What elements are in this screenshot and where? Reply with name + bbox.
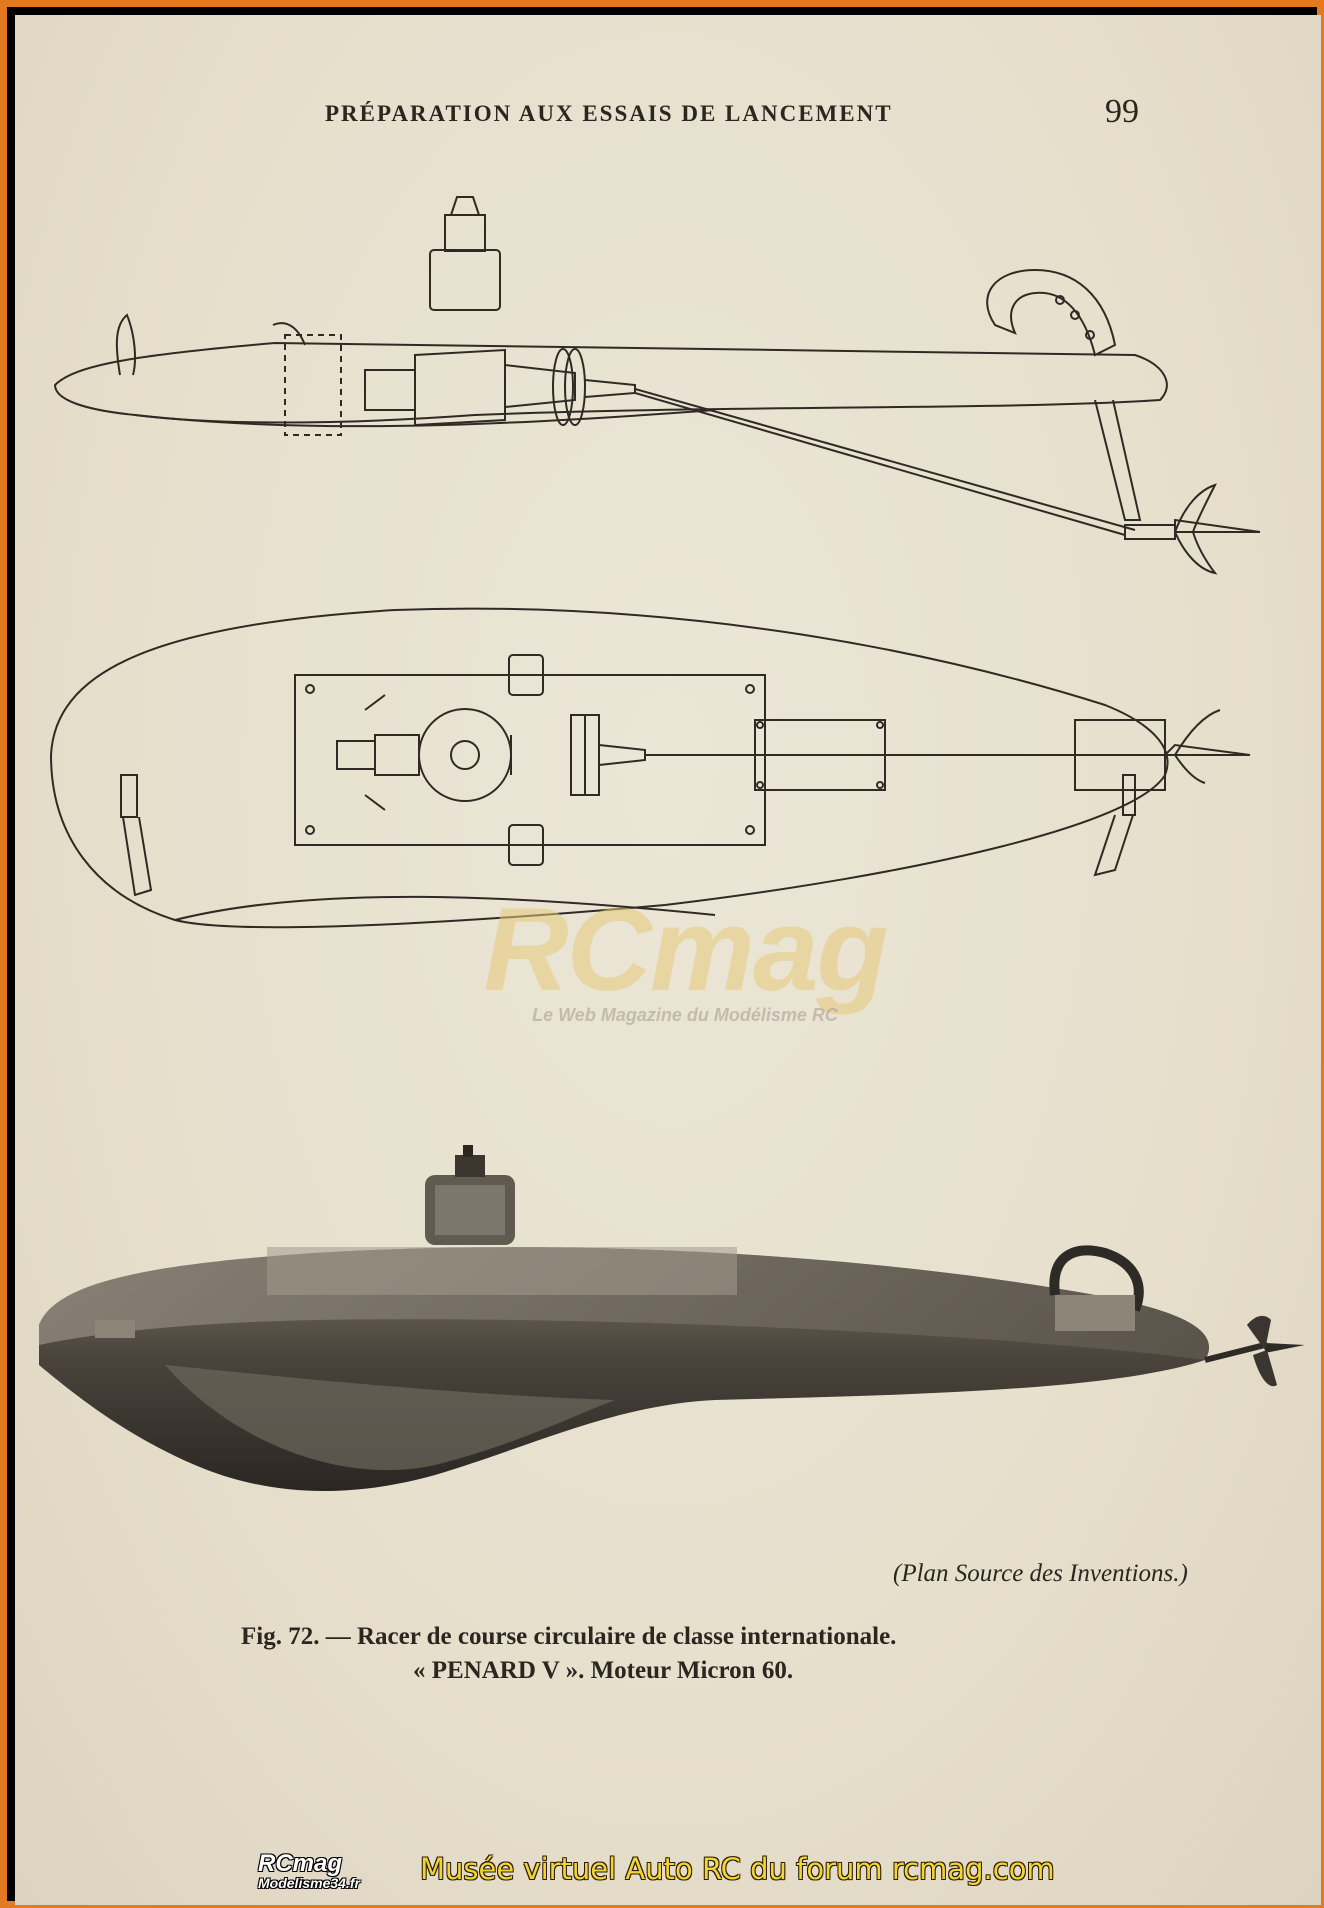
book-page: PRÉPARATION AUX ESSAIS DE LANCEMENT 99 <box>15 15 1321 1905</box>
watermark-logo: RCmag <box>483 884 888 1016</box>
rcmag-watermark: RCmag Le Web Magazine du Modélisme RC <box>445 884 925 1026</box>
running-head: PRÉPARATION AUX ESSAIS DE LANCEMENT <box>325 101 893 126</box>
figure-credit: (Plan Source des Inventions.) <box>893 1560 1188 1587</box>
watermark-tagline: Le Web Magazine du Modélisme RC <box>532 1005 838 1025</box>
footer-logo: RCmag Modelisme34.fr <box>258 1850 418 1892</box>
top-view-drawing <box>49 607 1251 929</box>
show-through-texture-bottom <box>155 1705 1175 1825</box>
footer-caption: Musée virtuel Auto RC du forum rcmag.com <box>420 1852 1055 1886</box>
page-number: 99 <box>1105 93 1139 130</box>
figure-caption-line2: « PENARD V ». Moteur Micron 60. <box>413 1657 794 1684</box>
figure-caption-line1: Fig. 72. — Racer de course circulaire de… <box>241 1623 897 1650</box>
side-view-drawing <box>53 196 1261 575</box>
footer-logo-line2: Modelisme34.fr <box>258 1875 360 1891</box>
footer-logo-line1: RCmag <box>258 1850 343 1877</box>
boat-photograph <box>39 1145 1305 1492</box>
